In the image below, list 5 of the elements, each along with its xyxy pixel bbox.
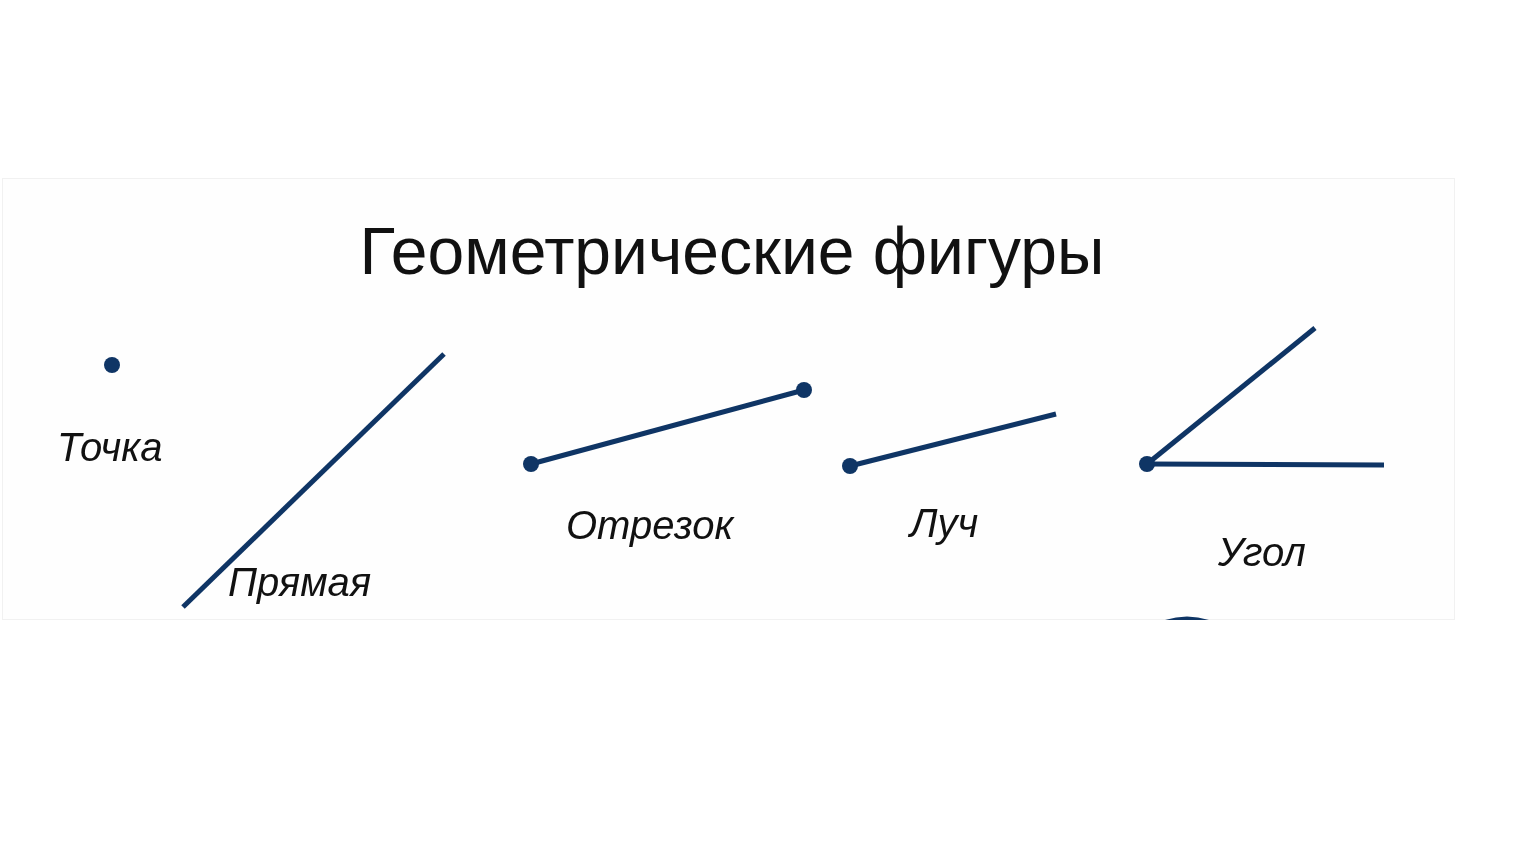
figure-label: Прямая	[228, 562, 372, 602]
figure-label: Луч	[910, 503, 979, 543]
figure-label: Точка	[57, 427, 163, 467]
figure-label: Отрезок	[566, 505, 734, 545]
figure-label: Угол	[1218, 532, 1306, 572]
